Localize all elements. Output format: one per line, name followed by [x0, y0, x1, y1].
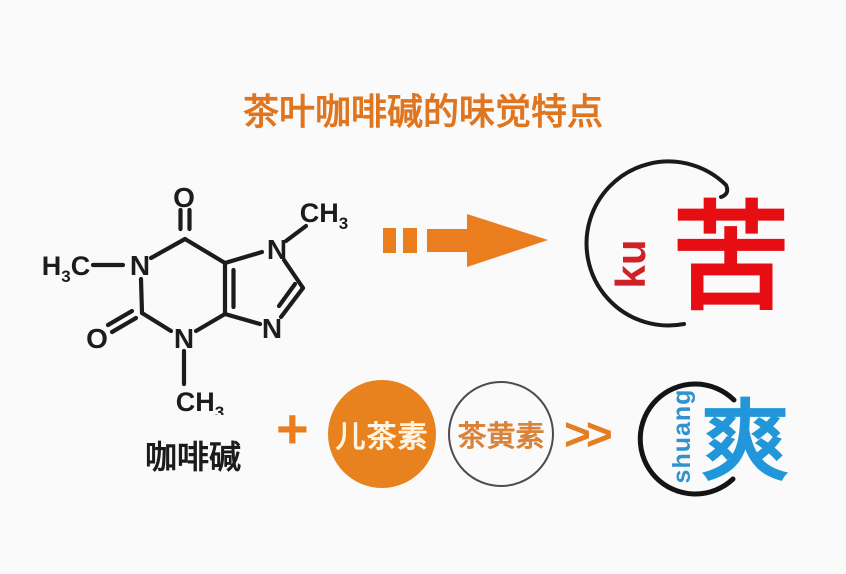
methyl-label-ch3-top: CH3 — [300, 198, 348, 233]
atom-label-nitrogen-3: N — [174, 323, 194, 354]
caffeine-structure-diagram: O O N N N N H3C CH3 CH3 — [42, 182, 348, 415]
theaflavin-label: 茶黄素 — [457, 421, 545, 453]
plus-sign: + — [276, 397, 309, 460]
page-title: 茶叶咖啡碱的味觉特点 — [242, 91, 603, 132]
atom-label-oxygen-left: O — [86, 323, 108, 354]
bitter-pinyin: ku — [607, 239, 654, 289]
cool-character: 爽 — [701, 392, 790, 491]
bitter-circle-stroke — [584, 159, 730, 328]
methyl-label-ch3-bottom: CH3 — [176, 387, 224, 415]
catechin-label: 儿茶素 — [335, 421, 429, 454]
much-greater-symbol: >> — [564, 408, 613, 460]
cool-pinyin: shuang — [667, 388, 696, 484]
theaflavin-circle: 茶黄素 — [448, 381, 554, 487]
atom-label-oxygen-top: O — [173, 182, 195, 213]
bitter-character: 苦 — [672, 193, 791, 325]
atom-label-nitrogen-1: N — [130, 250, 150, 281]
cool-circle-stroke — [637, 381, 737, 497]
arrow-right-icon — [383, 214, 548, 267]
catechin-circle: 儿茶素 — [328, 380, 436, 488]
molecule-bonds — [90, 207, 309, 387]
methyl-label-h3c: H3C — [42, 251, 90, 286]
atom-label-nitrogen-7: N — [267, 234, 287, 265]
atom-label-nitrogen-9: N — [262, 313, 282, 344]
caffeine-label: 咖啡碱 — [144, 439, 241, 475]
